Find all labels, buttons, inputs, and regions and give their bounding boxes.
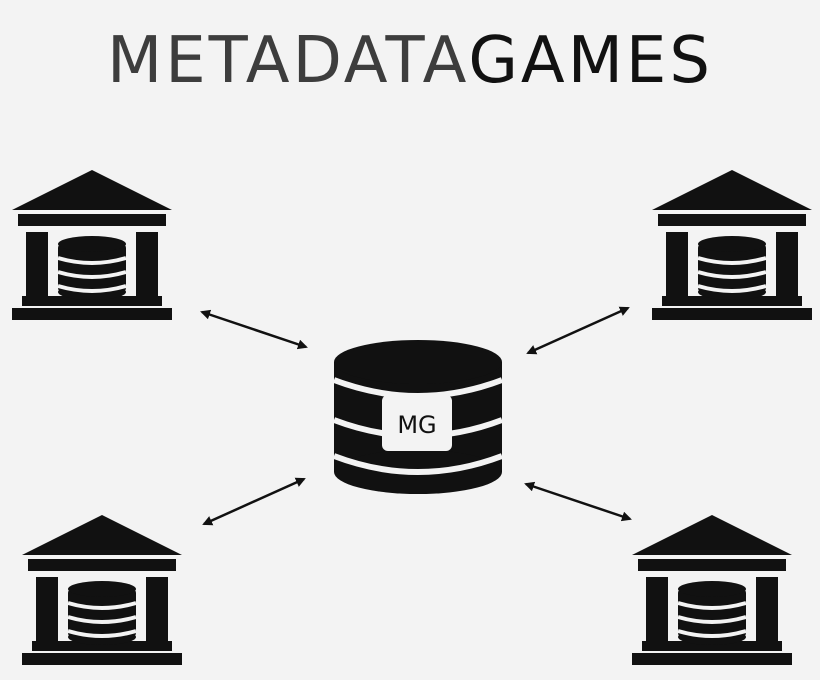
museum-bottom-left-icon [20, 513, 184, 667]
link-top-left-arrow [200, 309, 308, 350]
link-bottom-left-arrow [202, 477, 306, 526]
page-title: METADATAGAMES [0, 24, 820, 98]
museum-bottom-right-icon [630, 513, 794, 667]
museum-top-left-icon [10, 168, 174, 322]
title-games: GAMES [468, 24, 713, 98]
museum-top-right-icon [650, 168, 814, 322]
link-bottom-right-arrow [524, 481, 632, 522]
hub-database-icon: MG [332, 340, 504, 494]
link-top-right-arrow [526, 306, 630, 355]
title-metadata: METADATA [107, 24, 469, 98]
hub-label: MG [397, 411, 436, 439]
